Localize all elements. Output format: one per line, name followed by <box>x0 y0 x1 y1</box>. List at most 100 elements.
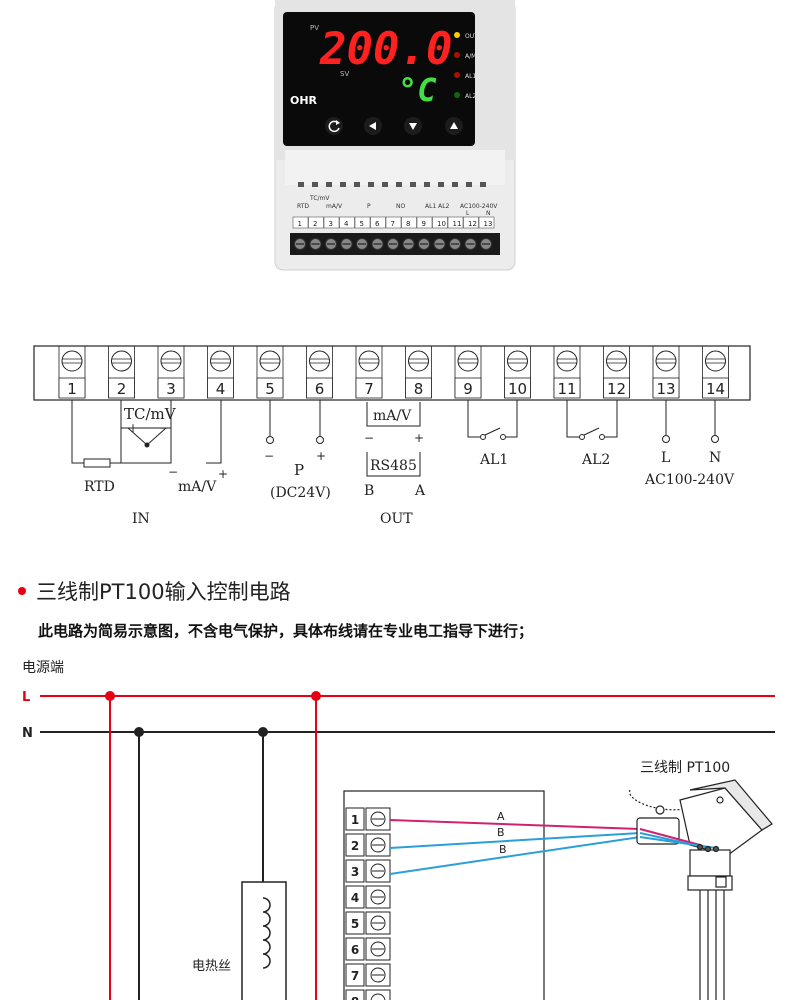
sensor-label: 三线制 PT100 <box>640 760 730 776</box>
device-label-no: NO <box>396 203 405 210</box>
terminal-number: 1 <box>67 380 77 398</box>
terminal-number-box <box>652 377 680 399</box>
terminal-number-box <box>108 377 135 399</box>
block-terminal-number-box <box>345 807 365 831</box>
terminal-screw-symbol <box>309 350 330 372</box>
up-arrow-icon[interactable] <box>445 117 463 135</box>
label-l: L <box>661 450 670 466</box>
terminal-screw-symbol <box>556 350 578 372</box>
device-terminal-number: 7 <box>391 220 395 228</box>
line-l-label: L <box>22 690 30 705</box>
terminal-screw-symbol <box>655 350 677 372</box>
device-label-p: P <box>367 203 371 210</box>
device-terminal-box <box>416 216 433 229</box>
p-minus-terminal <box>266 436 274 444</box>
device-terminal-box <box>370 216 386 229</box>
device-terminal-box <box>432 216 448 229</box>
pv-label: PV <box>310 24 319 32</box>
label-p-plus: + <box>316 449 326 463</box>
terminal-screw-symbol <box>457 350 479 372</box>
label-ac: AC100-240V <box>644 472 735 488</box>
terminal-screw-symbol <box>358 350 380 372</box>
block-screw-head <box>370 993 386 1000</box>
terminal-number: 8 <box>414 380 424 398</box>
led-am-label: A/M <box>465 53 476 60</box>
device-terminal-number: 5 <box>360 220 364 228</box>
terminal-screw-symbol <box>705 350 726 372</box>
led-al1 <box>454 72 460 78</box>
block-terminal-number-box <box>345 833 365 857</box>
label-p: P <box>294 461 304 479</box>
terminal-number: 6 <box>315 380 325 398</box>
label-in-plus: + <box>218 467 228 481</box>
block-terminal-number: 3 <box>351 865 359 879</box>
device-label-l: L <box>466 210 470 217</box>
led-out-label: OUT <box>465 33 478 40</box>
led-al2-label: AL2 <box>465 93 476 100</box>
label-ma-v-in: mA/V <box>178 479 217 495</box>
device-label-ac: AC100-240V <box>460 203 498 210</box>
wiring-labels: TC/mV + − RTD − + mA/V IN − + P (DC24V) … <box>84 405 735 527</box>
terminal-screw-symbol <box>408 350 429 372</box>
terminal-number-box <box>603 377 630 399</box>
device-terminal-number: 8 <box>406 220 410 228</box>
block-terminal-number: 5 <box>351 917 359 931</box>
device-label-tcmv: TC/mV <box>309 195 330 202</box>
label-tc-plus: + <box>128 421 138 435</box>
terminal-number: 13 <box>656 380 675 398</box>
label-b: B <box>364 483 374 499</box>
device-buttons <box>325 117 463 135</box>
terminal-number: 5 <box>265 380 275 398</box>
terminal-screw-symbol <box>507 350 528 372</box>
n-terminal <box>711 435 719 443</box>
heater-label: 电热丝 <box>192 959 231 974</box>
refresh-icon[interactable] <box>325 117 343 135</box>
block-terminal-number-box <box>345 963 365 987</box>
block-terminal-number: 7 <box>351 969 359 983</box>
block-terminal-number: 4 <box>351 891 359 905</box>
wire-label-b1: B <box>497 826 505 839</box>
wire-label-b2: B <box>499 843 507 856</box>
label-out: OUT <box>380 511 413 527</box>
wire-b2 <box>389 836 641 875</box>
led-al2 <box>454 92 460 98</box>
device-terminal-box <box>463 216 479 229</box>
label-in: IN <box>132 511 150 527</box>
label-rs485: RS485 <box>370 458 417 474</box>
label-al2: AL2 <box>581 452 610 468</box>
device-top-labels: TC/mV RTD mA/V P NO AL1 AL2 AC100-240V L… <box>297 195 498 217</box>
device-terminal-number: 9 <box>422 220 426 228</box>
block-terminal-number: 8 <box>351 995 359 1000</box>
heater-coil-icon <box>262 897 271 969</box>
terminal-number: 11 <box>557 380 576 398</box>
down-arrow-icon[interactable] <box>404 117 422 135</box>
label-tc-mv: TC/mV <box>124 405 177 423</box>
device-terminal-box <box>292 216 309 229</box>
controller-device: PV SV 200.0 °C OHR OUT A/M AL1 AL2 <box>274 0 516 271</box>
device-terminal-box <box>354 216 371 229</box>
block-terminal-number-box <box>345 989 365 1000</box>
heater-box <box>241 881 287 1000</box>
terminal-screw-symbol <box>606 350 627 372</box>
terminal-number: 10 <box>508 380 527 398</box>
wire-label-a: A <box>497 810 505 823</box>
label-out-minus: − <box>364 431 374 445</box>
terminal-number: 9 <box>463 380 473 398</box>
device-terminal-box <box>323 216 340 229</box>
section-bullet <box>18 587 26 595</box>
device-label-mav: mA/V <box>326 203 343 210</box>
terminal-number-box <box>504 377 531 399</box>
left-arrow-icon[interactable] <box>364 117 382 135</box>
device-terminal-number: 3 <box>329 220 333 228</box>
label-in-minus: − <box>168 465 178 479</box>
status-leds: OUT A/M AL1 AL2 <box>454 32 478 100</box>
terminal-number-box <box>454 377 482 399</box>
label-ma-v-out: mA/V <box>373 408 412 424</box>
terminal-number: 2 <box>117 380 127 398</box>
led-al1-label: AL1 <box>465 73 476 80</box>
block-terminal-number-box <box>345 937 365 961</box>
label-rtd: RTD <box>84 479 115 495</box>
device-terminal-number: 11 <box>453 220 462 228</box>
